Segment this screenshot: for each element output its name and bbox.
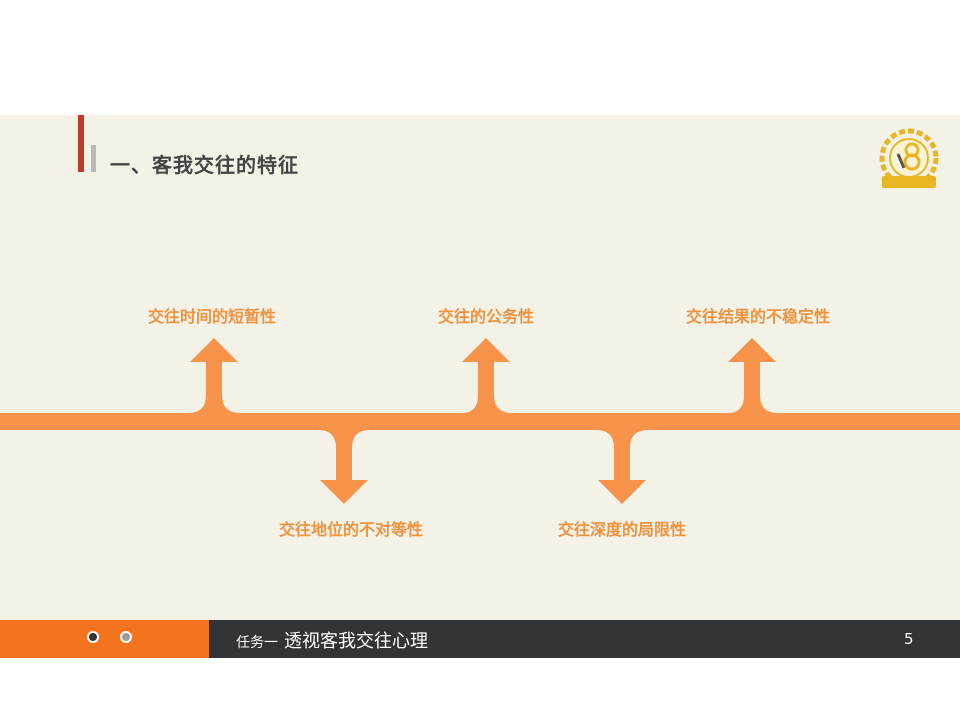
timeline-label-up: 交往的公务性 bbox=[437, 307, 535, 326]
timeline-label-down: 交往地位的不对等性 bbox=[278, 520, 424, 539]
title-accent-bar bbox=[78, 115, 84, 172]
timeline-label-up: 交往结果的不稳定性 bbox=[685, 307, 831, 326]
page-title: 一、客我交往的特征 bbox=[110, 153, 299, 177]
page-number: 5 bbox=[904, 630, 914, 648]
footer-task-label: 任务一 bbox=[236, 635, 278, 651]
nav-dot-inactive[interactable] bbox=[120, 631, 132, 643]
footer-caption: 任务一透视客我交往心理 bbox=[236, 627, 428, 653]
timeline-arrow-up bbox=[728, 338, 778, 413]
footer-subtitle: 透视客我交往心理 bbox=[284, 631, 428, 652]
brand-logo-icon bbox=[879, 128, 939, 188]
timeline-main-line bbox=[0, 413, 960, 430]
timeline-arrow-up bbox=[462, 338, 512, 413]
nav-dot-active[interactable] bbox=[87, 631, 99, 643]
timeline-label-up: 交往时间的短暂性 bbox=[147, 307, 277, 326]
footer-accent-block bbox=[0, 620, 209, 658]
timeline-arrow-up bbox=[188, 338, 240, 413]
title-accent-bar-secondary bbox=[91, 145, 96, 172]
timeline-arrow-down bbox=[596, 430, 648, 504]
timeline-arrow-down bbox=[318, 430, 370, 504]
timeline-label-down: 交往深度的局限性 bbox=[557, 520, 687, 539]
footer-bar bbox=[209, 620, 960, 658]
